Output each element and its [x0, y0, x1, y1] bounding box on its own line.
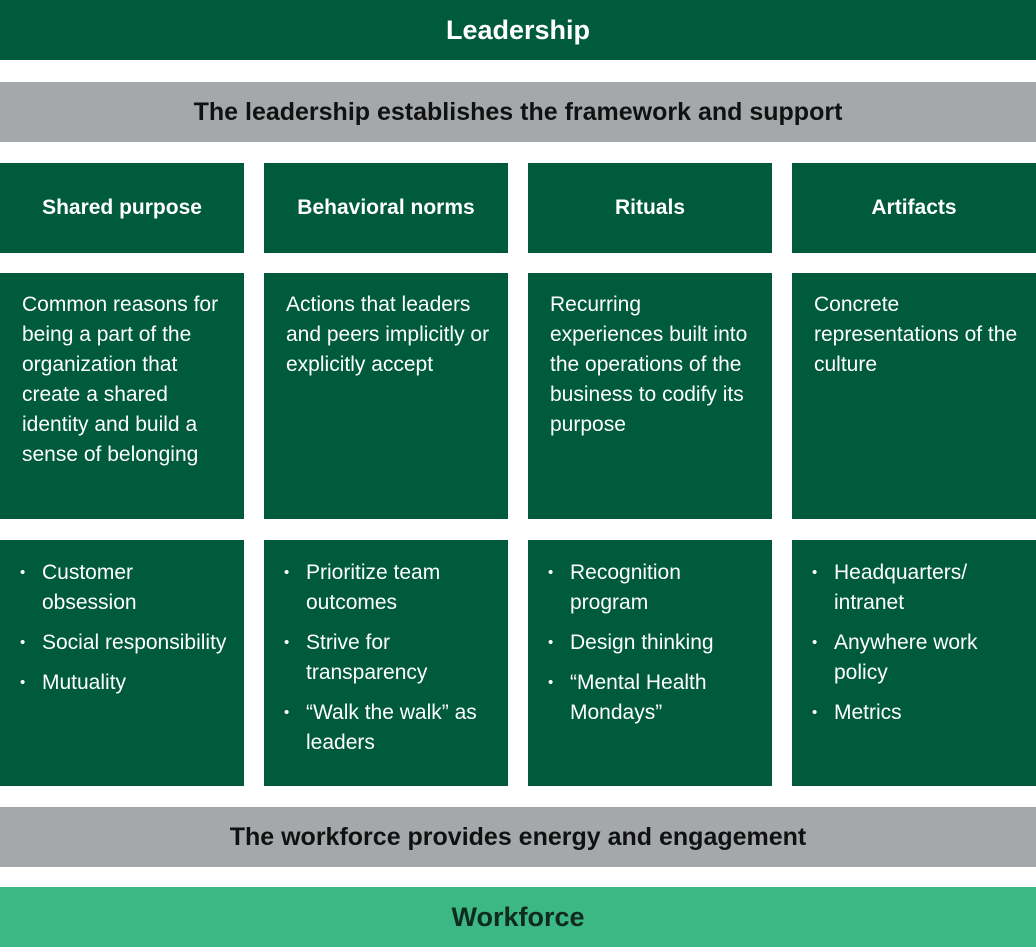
- list-item: “Walk the walk” as leaders: [284, 698, 494, 758]
- column-header: Artifacts: [792, 163, 1036, 253]
- column-title: Artifacts: [871, 196, 957, 219]
- list-item: Design thinking: [548, 628, 758, 658]
- list-item: Headquarters/ intranet: [812, 558, 1022, 618]
- column-title: Shared purpose: [42, 196, 202, 219]
- list-item: Metrics: [812, 698, 1022, 728]
- column-description: Common reasons for being a part of the o…: [0, 273, 244, 519]
- list-item: Anywhere work policy: [812, 628, 1022, 688]
- examples-list: Headquarters/ intranet Anywhere work pol…: [812, 558, 1022, 728]
- column-header: Rituals: [528, 163, 772, 253]
- leadership-statement: The leadership establishes the framework…: [193, 97, 843, 126]
- list-item: Customer obsession: [20, 558, 230, 618]
- column-title: Rituals: [614, 196, 685, 219]
- column-header: Behavioral norms: [264, 163, 508, 253]
- leadership-title: Leadership: [445, 14, 591, 45]
- list-item: Strive for transparency: [284, 628, 494, 688]
- list-item: “Mental Health Mondays”: [548, 668, 758, 728]
- leadership-statement-band: The leadership establishes the framework…: [0, 82, 1036, 142]
- workforce-statement: The workforce provides energy and engage…: [229, 822, 807, 851]
- leadership-title-band: Leadership: [0, 0, 1036, 60]
- column-title: Behavioral norms: [297, 196, 475, 219]
- workforce-title: Workforce: [451, 901, 585, 932]
- column-examples: Headquarters/ intranet Anywhere work pol…: [792, 540, 1036, 786]
- examples-list: Customer obsession Social responsibility…: [20, 558, 230, 698]
- column-header: Shared purpose: [0, 163, 244, 253]
- column-description: Recurring experiences built into the ope…: [528, 273, 772, 519]
- list-item: Mutuality: [20, 668, 230, 698]
- list-item: Recognition program: [548, 558, 758, 618]
- examples-list: Prioritize team outcomes Strive for tran…: [284, 558, 494, 758]
- column-examples: Recognition program Design thinking “Men…: [528, 540, 772, 786]
- examples-list: Recognition program Design thinking “Men…: [548, 558, 758, 728]
- list-item: Social responsibility: [20, 628, 230, 658]
- column-description: Concrete representations of the culture: [792, 273, 1036, 519]
- workforce-statement-band: The workforce provides energy and engage…: [0, 807, 1036, 867]
- column-examples: Customer obsession Social responsibility…: [0, 540, 244, 786]
- workforce-title-band: Workforce: [0, 887, 1036, 947]
- column-description: Actions that leaders and peers implicitl…: [264, 273, 508, 519]
- list-item: Prioritize team outcomes: [284, 558, 494, 618]
- column-examples: Prioritize team outcomes Strive for tran…: [264, 540, 508, 786]
